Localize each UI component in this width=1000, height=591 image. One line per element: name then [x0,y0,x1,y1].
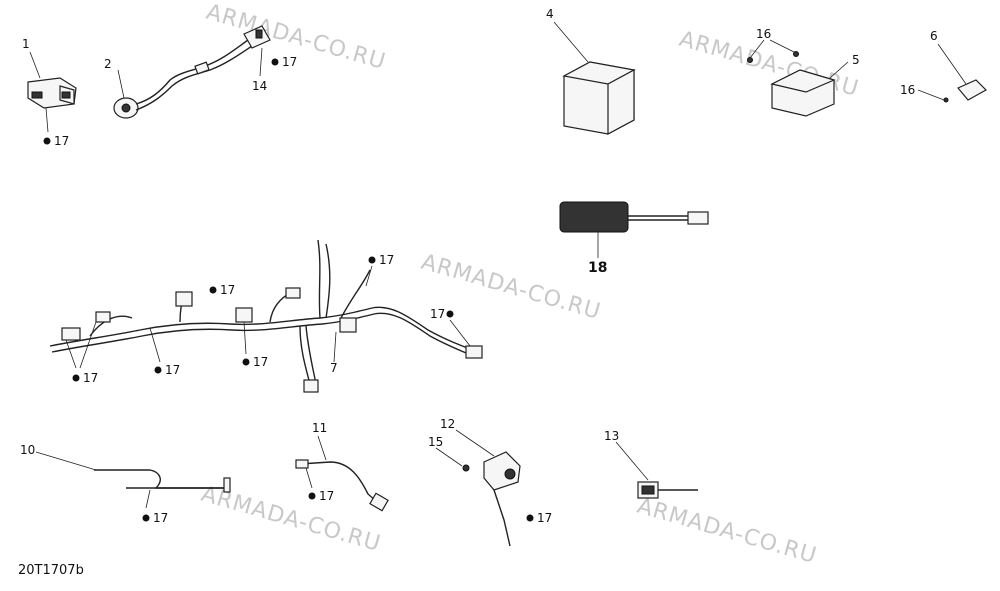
callout-17: 17 [54,134,69,148]
callout-14: 14 [252,79,267,93]
callout-17: 17 [220,283,235,297]
watermarks: ARMADA-CO.RU ARMADA-CO.RU ARMADA-CO.RU A… [198,0,861,569]
part-18-module[interactable] [559,201,709,258]
callout-17: 17 [537,511,552,525]
fastener-17-icon [368,256,376,264]
part-2-sensor[interactable] [113,25,271,119]
part-7-wiring-harness[interactable] [49,239,483,393]
watermark: ARMADA-CO.RU [634,494,819,569]
callout-17: 17 [153,511,168,525]
fastener-17-icon [43,137,51,145]
callout-17: 17 [83,371,98,385]
part-1-relay[interactable] [27,51,77,133]
fastener-17-icon [209,286,217,294]
fastener-17-icon [242,358,250,366]
part-12-switch[interactable] [435,429,521,547]
callout-16: 16 [756,27,771,41]
part-10-wire[interactable] [35,451,231,509]
fastener-17-icon [308,492,316,500]
fastener-17-icon [526,514,534,522]
callout-5: 5 [852,53,860,67]
fastener-17-icon [142,514,150,522]
callout-17: 17 [430,307,445,321]
callout-18: 18 [588,260,607,276]
part-4-battery[interactable] [553,21,636,136]
callout-10: 10 [20,443,35,457]
callout-11: 11 [312,421,327,435]
callout-12: 12 [440,417,455,431]
callout-16: 16 [900,83,915,97]
fastener-17-icon [154,366,162,374]
fastener-17-icon [72,374,80,382]
callout-17: 17 [319,489,334,503]
callout-17: 17 [165,363,180,377]
part-6-sensor[interactable] [917,43,987,103]
callout-13: 13 [604,429,619,443]
part-11-sensor-lead[interactable] [295,435,389,512]
watermark: ARMADA-CO.RU [198,482,383,557]
callout-7: 7 [330,361,338,375]
callout-2: 2 [104,57,112,71]
callout-4: 4 [546,7,554,21]
callout-17: 17 [282,55,297,69]
part-5-control-box[interactable] [747,39,849,117]
fastener-17-icon [271,58,279,66]
callout-1: 1 [22,37,30,51]
diagram-code: 20T1707b [18,563,84,578]
callout-6: 6 [930,29,938,43]
fastener-17-icon [446,310,454,318]
watermark: ARMADA-CO.RU [418,250,603,325]
callout-15: 15 [428,435,443,449]
callout-17: 17 [253,355,268,369]
part-13-connector[interactable] [615,441,698,499]
callout-17: 17 [379,253,394,267]
